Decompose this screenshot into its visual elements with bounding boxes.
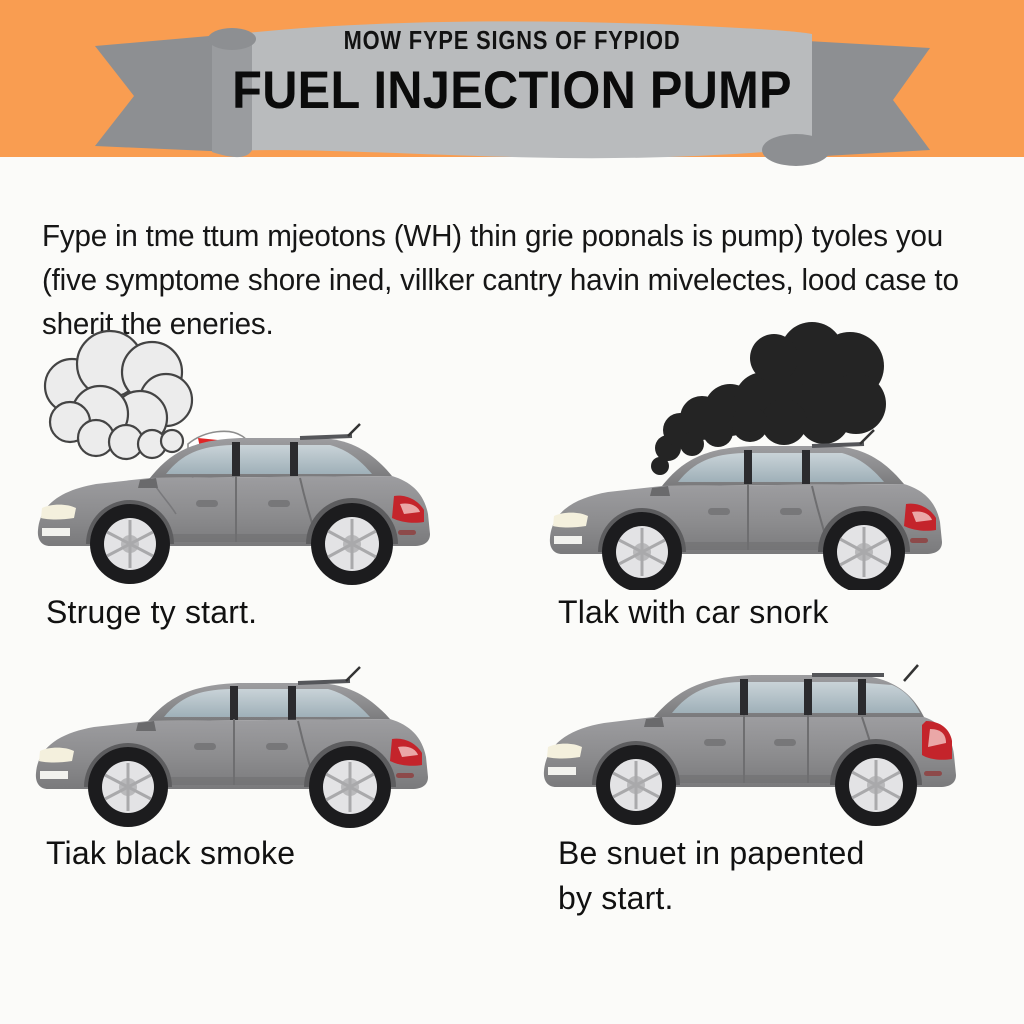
header-band: MOW FYPE SIGNS OF FYPIOD FUEL INJECTION … — [0, 0, 1024, 166]
symptom-card: Tlak with car snork — [512, 318, 1024, 668]
car-with-black-smoke-icon — [512, 318, 1024, 590]
ribbon-banner — [0, 0, 1024, 175]
card-caption: Struge ty start. — [46, 594, 258, 630]
card-caption: Be snuet in papented by start. — [558, 835, 865, 916]
plain-sedan-icon — [0, 663, 512, 838]
symptom-grid: Struge ty start. — [0, 318, 1024, 1018]
symptom-card: Be snuet in papented by start. — [512, 663, 1024, 1013]
card-caption: Tlak with car snork — [558, 594, 829, 630]
symptom-card: Struge ty start. — [0, 318, 512, 668]
car-with-white-steam-icon — [0, 318, 512, 590]
card-caption: Tiak black smoke — [46, 835, 296, 871]
symptom-card: Tiak black smoke — [0, 663, 512, 1013]
plain-hatchback-icon — [512, 663, 1024, 838]
intro-paragraph: Fype in tme ttum mjeotons (WH) thin grie… — [42, 218, 959, 341]
